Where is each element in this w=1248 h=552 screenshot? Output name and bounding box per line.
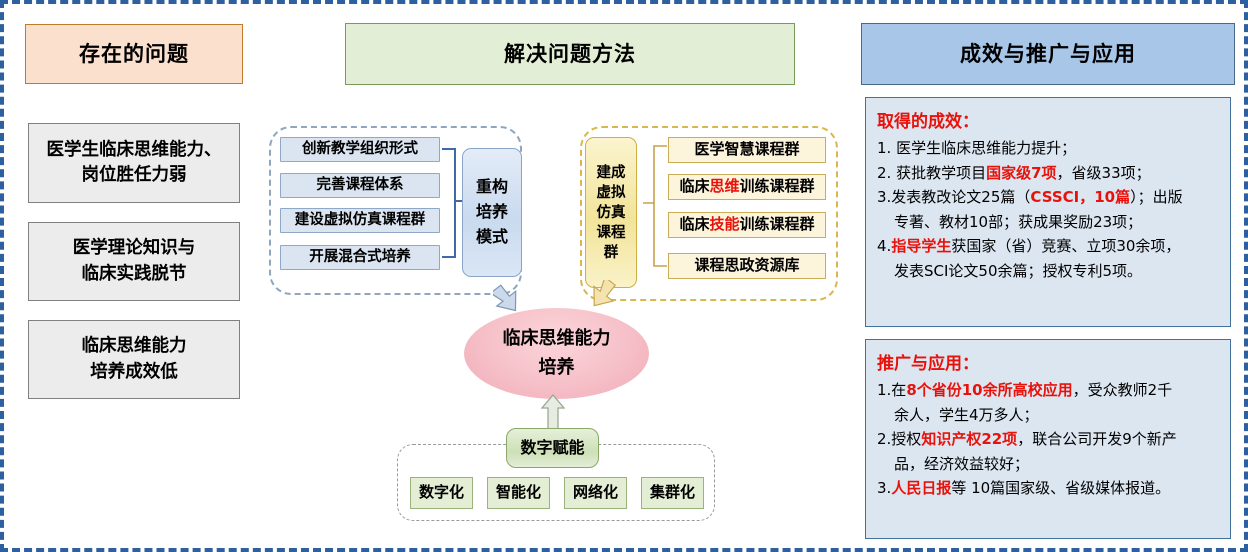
capsule-line: 建成 [596,164,626,181]
header-problem: 存在的问题 [25,24,243,84]
header-effect: 成效与推广与应用 [861,23,1235,85]
panel-text-line: 专著、教材10部；获成果奖励23项； [877,211,1219,234]
capsule-line: 培养 [475,202,508,222]
course-item-1: 医学智慧课程群 [668,137,826,163]
brace-blue-icon [442,148,462,258]
plain-text: ，联合公司开发9个新产 [1017,430,1177,448]
course-item-3: 临床技能训练课程群 [668,212,826,238]
capsule-line: 仿真 [596,204,626,221]
highlight-text: 知识产权22项 [921,430,1018,448]
problem-box-1: 医学生临床思维能力、 岗位胜任力弱 [28,123,240,203]
panel-text-line: 2. 获批教学项目国家级7项，省级33项； [877,162,1219,185]
plain-text: 3. [877,479,892,497]
header-method: 解决问题方法 [345,23,795,85]
course-highlight: 技能 [709,215,740,234]
panel-promotion-body: 1.在8个省份10余所高校应用，受众教师2千余人，学生4万多人； 2.授权知识产权… [877,379,1219,500]
plain-text: 1. 医学生临床思维能力提升； [877,139,1077,157]
problem-line: 岗位胜任力弱 [81,165,187,185]
course-text: 临床 [679,215,710,234]
capsule-digital-empowerment: 数字赋能 [506,428,599,468]
capsule-line: 群 [603,244,619,261]
panel-text-line: 3.发表教改论文25篇（CSSCI，10篇）；出版 [877,186,1219,209]
problem-box-2: 医学理论知识与 临床实践脱节 [28,222,240,301]
course-item-2: 临床思维训练课程群 [668,174,826,200]
plain-text: ）；出版 [1130,188,1183,206]
plain-text: 2.授权 [877,430,922,448]
plain-text: ，受众教师2千 [1072,381,1173,399]
brace-yellow-icon [643,145,667,267]
panel-results: 取得的成效： 1. 医学生临床思维能力提升； 2. 获批教学项目国家级7项，省级3… [865,97,1231,327]
panel-text-line: 4.指导学生获国家（省）竞赛、立项30余项， [877,235,1219,258]
capsule-line: 课程 [596,224,626,241]
panel-text-line: 2.授权知识产权22项，联合公司开发9个新产 [877,428,1219,451]
method-item-1: 创新教学组织形式 [280,137,440,162]
problem-line: 临床实践脱节 [81,263,187,284]
highlight-text: 国家级7项 [986,163,1057,182]
capsule-line: 重构 [475,177,508,197]
course-highlight: 思维 [709,177,740,196]
method-item-4: 开展混合式培养 [280,245,440,270]
course-text: 训练课程群 [739,215,815,234]
problem-box-3: 临床思维能力 培养成效低 [28,320,240,399]
arrow-up-icon [541,394,565,430]
method-item-3: 建设虚拟仿真课程群 [280,208,440,233]
panel-text-line: 1.在8个省份10余所高校应用，受众教师2千 [877,379,1219,402]
plain-text: ，省级33项； [1056,163,1151,182]
panel-promotion-title: 推广与应用： [877,354,979,374]
digital-item-4: 集群化 [641,477,704,509]
problem-line: 临床思维能力 [81,336,187,357]
course-text: 临床 [679,177,710,196]
panel-text-line: 发表SCI论文50余篇；授权专利5项。 [877,260,1219,283]
panel-text-line: 3.人民日报等 10篇国家级、省级媒体报道。 [877,477,1219,500]
plain-text: 等 10篇国家级、省级媒体报道。 [951,479,1171,497]
problem-line: 医学生临床思维能力、 [46,139,222,160]
panel-results-title: 取得的成效： [877,112,979,132]
plain-text: 4. [877,237,892,255]
capsule-rebuild-model: 重构 培养 模式 [462,148,522,277]
arrow-yellow-to-center-icon [593,280,617,307]
plain-text: 专著、教材10部；获成果奖励23项； [894,212,1143,231]
highlight-text: CSSCI，10篇 [1030,188,1131,206]
plain-text: 1.在 [877,381,907,399]
panel-text-line: 余人，学生4万多人； [877,404,1219,427]
panel-text-line: 品，经济效益较好； [877,453,1219,476]
ellipse-line: 培养 [538,356,575,378]
plain-text: 余人，学生4万多人； [894,405,1039,424]
plain-text: 3.发表教改论文25篇（ [877,188,1031,206]
plain-text: 发表SCI论文50余篇；授权专利5项。 [894,261,1143,280]
problem-line: 医学理论知识与 [72,238,196,259]
highlight-text: 8个省份10余所高校应用 [906,381,1073,399]
arrow-blue-to-center-icon [493,284,517,312]
plain-text: 品，经济效益较好； [894,454,1030,473]
capsule-line: 模式 [475,226,508,246]
panel-promotion: 推广与应用： 1.在8个省份10余所高校应用，受众教师2千余人，学生4万多人； 2… [865,339,1231,539]
capsule-virtual-courses: 建成 虚拟 仿真 课程 群 [585,137,637,288]
problem-line: 培养成效低 [90,361,178,382]
ellipse-line: 临床思维能力 [502,327,611,349]
panel-text-line: 1. 医学生临床思维能力提升； [877,137,1219,160]
highlight-text: 指导学生 [891,237,952,255]
group-virtual-courses [580,126,838,301]
course-text: 医学智慧课程群 [694,140,800,159]
digital-item-2: 智能化 [487,477,550,509]
digital-item-3: 网络化 [564,477,627,509]
center-ellipse-outcome: 临床思维能力 培养 [464,308,649,399]
plain-text: 2. 获批教学项目 [877,163,987,182]
plain-text: 获国家（省）竞赛、立项30余项， [951,237,1181,255]
course-text: 课程思政资源库 [694,256,800,275]
course-text: 训练课程群 [739,177,815,196]
course-item-4: 课程思政资源库 [668,253,826,279]
panel-results-body: 1. 医学生临床思维能力提升；2. 获批教学项目国家级7项，省级33项；3.发表… [877,137,1219,282]
capsule-line: 虚拟 [596,184,626,201]
digital-item-1: 数字化 [410,477,473,509]
highlight-text: 人民日报 [891,479,952,497]
method-item-2: 完善课程体系 [280,173,440,198]
